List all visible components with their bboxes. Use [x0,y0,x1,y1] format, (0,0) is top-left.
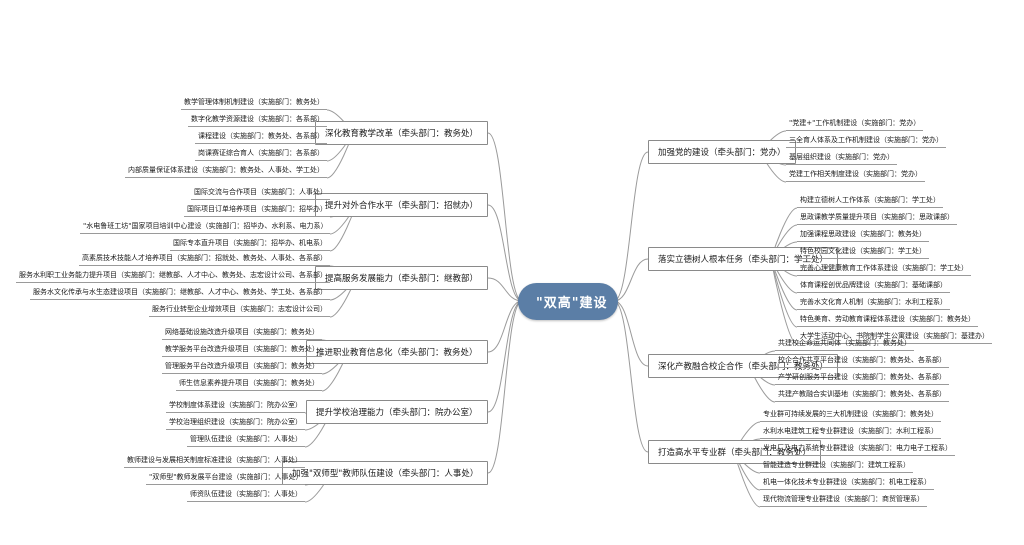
leaf-node-left-3-1[interactable]: 教学服务平台改造升级项目（实施部门：教务处） [162,344,322,357]
leaf-node-right-3-5[interactable]: 现代物流管理专业群建设（实施部门：商贸管理系） [760,494,927,507]
leaf-node-left-3-2[interactable]: 管理服务平台改造升级项目（实施部门：教务处） [162,361,322,374]
leaf-node-right-1-5[interactable]: 体育课程创优品牌建设（实施部门：基础课部） [797,280,950,293]
leaf-node-left-1-0[interactable]: 国际交流与合作项目（实施部门：人事处） [191,187,330,200]
leaf-node-right-3-0[interactable]: 专业群可持续发展的三大机制建设（实施部门：教务处） [760,409,941,422]
branch-node-left-4[interactable]: 提升学校治理能力（牵头部门：院办公室） [306,400,488,424]
leaf-node-left-5-2[interactable]: 师资队伍建设（实施部门：人事处） [187,489,305,502]
leaf-node-left-2-1[interactable]: 服务水利职工业务能力提升项目（实施部门：继教部、人才中心、教务处、志宏设计公司、… [16,270,330,283]
leaf-node-right-0-3[interactable]: 党建工作相关制度建设（实施部门：党办） [786,169,925,182]
leaf-node-left-2-0[interactable]: 高素质技术技能人才培养项目（实施部门：招就处、教务处、人事处、各系部） [79,253,330,266]
leaf-node-left-4-0[interactable]: 学校制度体系建设（实施部门：院办公室） [166,400,305,413]
leaf-node-left-0-1[interactable]: 数字化教学资源建设（实施部门：各系部） [188,114,327,127]
leaf-node-left-0-0[interactable]: 教学管理体制机制建设（实施部门：教务处） [181,97,327,110]
leaf-node-right-2-3[interactable]: 共建产教融合实训基地（实施部门：教务处、各系部） [775,389,949,402]
branch-node-right-0[interactable]: 加强党的建设（牵头部门：党办） [648,140,796,164]
leaf-node-right-2-2[interactable]: 产学研创服务平台建设（实施部门：教务处、各系部） [775,372,949,385]
leaf-node-right-1-6[interactable]: 完善水文化育人机制（实施部门：水利工程系） [797,297,950,310]
leaf-node-right-3-2[interactable]: 发电厂及电力系统专业群建设（实施部门：电力电子工程系） [760,443,955,456]
leaf-node-right-1-1[interactable]: 思政课教学质量提升项目（实施部门：思政课部） [797,212,957,225]
branch-node-right-2[interactable]: 深化产教融合校企合作（牵头部门：教务处） [648,354,839,378]
root-node[interactable]: "双高"建设 [518,283,618,320]
leaf-node-right-3-4[interactable]: 机电一体化技术专业群建设（实施部门：机电工程系） [760,477,934,490]
leaf-node-right-1-7[interactable]: 特色美育、劳动教育课程体系建设（实施部门：教务处） [797,314,978,327]
leaf-node-left-2-2[interactable]: 服务水文化传承与水生态建设项目（实施部门：继教部、人才中心、教务处、学工处、各系… [30,287,330,300]
leaf-node-left-1-3[interactable]: 国际专本直升项目（实施部门：招毕办、机电系） [170,238,330,251]
leaf-node-left-0-2[interactable]: 课程建设（实施部门：教务处、各系部） [195,131,327,144]
leaf-node-left-0-4[interactable]: 内部质量保证体系建设（实施部门：教务处、人事处、学工处） [125,165,327,178]
branch-node-right-1[interactable]: 落实立德树人根本任务（牵头部门：学工处） [648,247,839,271]
branch-node-right-3[interactable]: 打造高水平专业群（牵头部门：教务处） [648,440,822,464]
branch-node-left-3[interactable]: 推进职业教育信息化（牵头部门：教务处） [306,340,488,364]
branch-node-left-0[interactable]: 深化教育教学改革（牵头部门：教务处） [315,121,489,145]
leaf-node-right-1-2[interactable]: 加强课程思政建设（实施部门：教务处） [797,229,929,242]
leaf-node-right-0-0[interactable]: "党建+"工作机制建设（实施部门：党办） [786,118,924,131]
leaf-node-left-3-0[interactable]: 网络基础设施改造升级项目（实施部门：教务处） [162,327,322,340]
leaf-node-right-0-1[interactable]: 三全育人体系及工作机制建设（实施部门：党办） [786,135,946,148]
leaf-node-left-1-2[interactable]: "水电鲁班工坊"国家项目培训中心建设（实施部门：招毕办、水利系、电力系） [80,221,331,234]
leaf-node-right-2-1[interactable]: 校企合作共享平台建设（实施部门：教务处、各系部） [775,355,949,368]
leaf-node-left-2-3[interactable]: 服务行业转型企业增效项目（实施部门：志宏设计公司） [149,304,330,317]
branch-node-left-2[interactable]: 提高服务发展能力（牵头部门：继教部） [315,266,489,290]
leaf-node-right-0-2[interactable]: 基层组织建设（实施部门：党办） [786,152,897,165]
leaf-node-left-4-2[interactable]: 管理队伍建设（实施部门：人事处） [187,434,305,447]
leaf-node-right-1-8[interactable]: 大学生活动中心、书院制学生公寓建设（实施部门：基建办） [797,331,992,344]
leaf-node-right-1-0[interactable]: 构建立德树人工作体系（实施部门：学工处） [797,195,943,208]
leaf-node-left-5-0[interactable]: 教师建设与发展相关制度标准建设（实施部门：人事处） [124,455,305,468]
leaf-node-left-5-1[interactable]: "双师型"教师发展平台建设（实施部门：人事处） [146,472,306,485]
leaf-node-left-4-1[interactable]: 学校治理组织建设（实施部门：院办公室） [166,417,305,430]
leaf-node-right-2-0[interactable]: 共建校企命运共同体（实施部门：教务处） [775,338,914,351]
leaf-node-right-3-1[interactable]: 水利水电建筑工程专业群建设（实施部门：水利工程系） [760,426,941,439]
leaf-node-right-1-3[interactable]: 特色校园文化建设（实施部门：学工处） [797,246,929,259]
leaf-node-left-0-3[interactable]: 岗课赛证综合育人（实施部门：各系部） [195,148,327,161]
leaf-node-right-3-3[interactable]: 智能建造专业群建设（实施部门：建筑工程系） [760,460,913,473]
leaf-node-left-1-1[interactable]: 国际项目订单培养项目（实施部门：招毕办） [184,204,330,217]
branch-node-left-1[interactable]: 提升对外合作水平（牵头部门：招就办） [315,193,489,217]
leaf-node-left-3-3[interactable]: 师生信息素养提升项目（实施部门：教务处） [176,378,322,391]
branch-node-left-5[interactable]: 加强"双师型"教师队伍建设（牵头部门：人事处） [282,461,489,485]
leaf-node-right-1-4[interactable]: 完善心理健康教育工作体系建设（实施部门：学工处） [797,263,971,276]
